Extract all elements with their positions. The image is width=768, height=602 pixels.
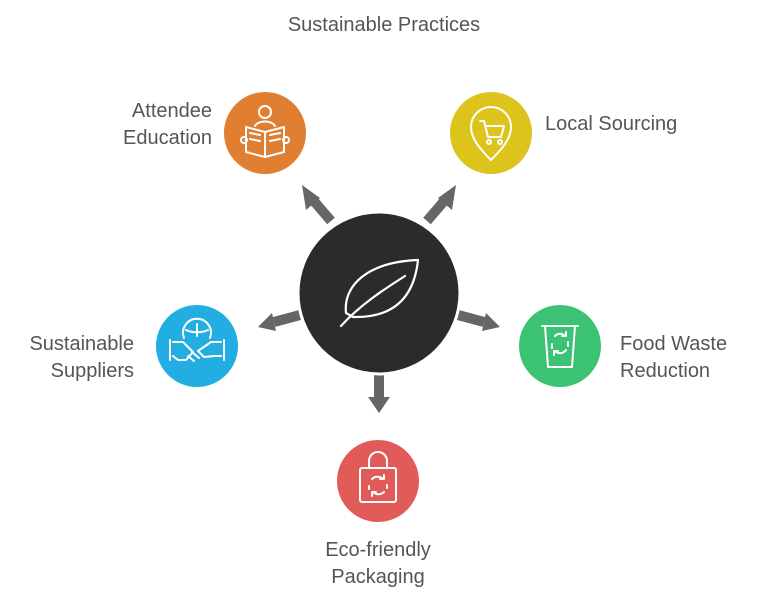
node-sustainable-suppliers	[156, 305, 238, 387]
label-sustainable-suppliers: Sustainable Suppliers	[29, 333, 134, 382]
arrow-shaft	[456, 310, 486, 327]
diagram-title: Sustainable Practices	[287, 14, 481, 36]
globe-handshake-icon	[169, 317, 225, 362]
node-attendee-education	[224, 92, 306, 174]
node-circle	[519, 305, 601, 387]
reading-person-icon	[240, 105, 290, 158]
arrow-to-sustainable-suppliers	[258, 310, 302, 331]
recycle-bin-icon	[541, 325, 579, 368]
arrow-head	[368, 397, 390, 413]
node-circle	[156, 305, 238, 387]
arrow-head	[258, 313, 276, 331]
leaf-icon	[339, 258, 420, 328]
recycle-bag-icon	[359, 451, 397, 503]
label-food-waste-reduction: Food Waste Reduction	[620, 333, 728, 382]
arrow-to-food-waste-reduction	[456, 310, 500, 331]
arrow-head	[302, 185, 320, 210]
arrow-head	[438, 185, 456, 210]
node-local-sourcing	[450, 92, 532, 174]
node-eco-friendly-packaging	[337, 440, 419, 522]
arrow-to-attendee-education	[302, 185, 335, 225]
arrow-shaft	[272, 310, 302, 327]
arrow-shaft	[309, 196, 335, 225]
arrow-to-local-sourcing	[423, 185, 456, 225]
hub-node	[296, 210, 462, 376]
label-attendee-education: Attendee Education	[123, 100, 212, 149]
label-local-sourcing: Local Sourcing	[545, 113, 678, 135]
shopping-cart-pin-icon	[470, 106, 512, 161]
node-circle	[450, 92, 532, 174]
arrow-head	[482, 313, 500, 331]
label-eco-friendly-packaging: Eco-friendly Packaging	[325, 539, 431, 588]
node-food-waste-reduction	[519, 305, 601, 387]
node-circle	[337, 440, 419, 522]
arrow-shaft	[423, 196, 449, 225]
arrow-to-eco-friendly-packaging	[368, 372, 390, 413]
